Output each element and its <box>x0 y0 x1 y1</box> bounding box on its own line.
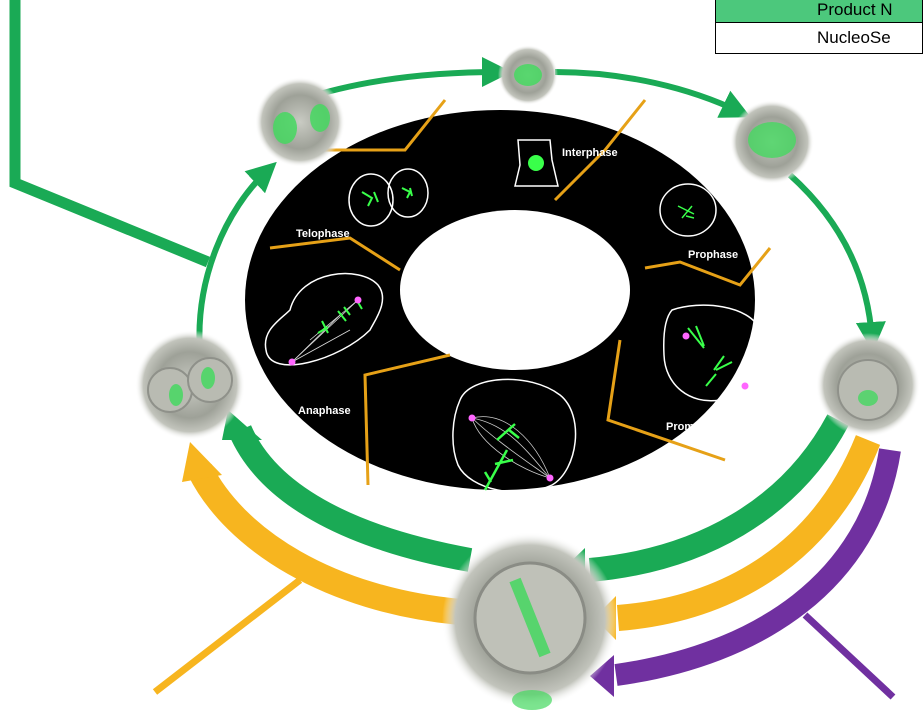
anaphase-label: Anaphase <box>298 405 351 417</box>
photo-interphase-cell <box>498 45 558 105</box>
metaphase-label: Metaphase <box>596 475 653 487</box>
arrow-interphase-to-prophase <box>555 72 740 112</box>
arrow-prophase-to-prometaphase <box>790 175 872 340</box>
photo-prometaphase-cell <box>816 333 920 437</box>
prometaphase-label: Prometaphase <box>666 421 742 433</box>
prophase-label: Prophase <box>688 249 738 261</box>
telophase-label: Telophase <box>296 228 350 240</box>
product-table: Product N NucleoSe <box>715 0 923 54</box>
photo-anaphase-cell <box>135 330 245 440</box>
interphase-label: Interphase <box>562 147 618 159</box>
ring-center <box>400 210 630 370</box>
photo-telophase-cell <box>255 77 345 167</box>
photo-prophase-cell <box>730 100 814 184</box>
photo-metaphase-cell <box>442 532 618 710</box>
green-pointer-line <box>15 0 208 262</box>
product-table-cell: NucleoSe <box>716 23 923 54</box>
product-table-header: Product N <box>716 0 923 23</box>
